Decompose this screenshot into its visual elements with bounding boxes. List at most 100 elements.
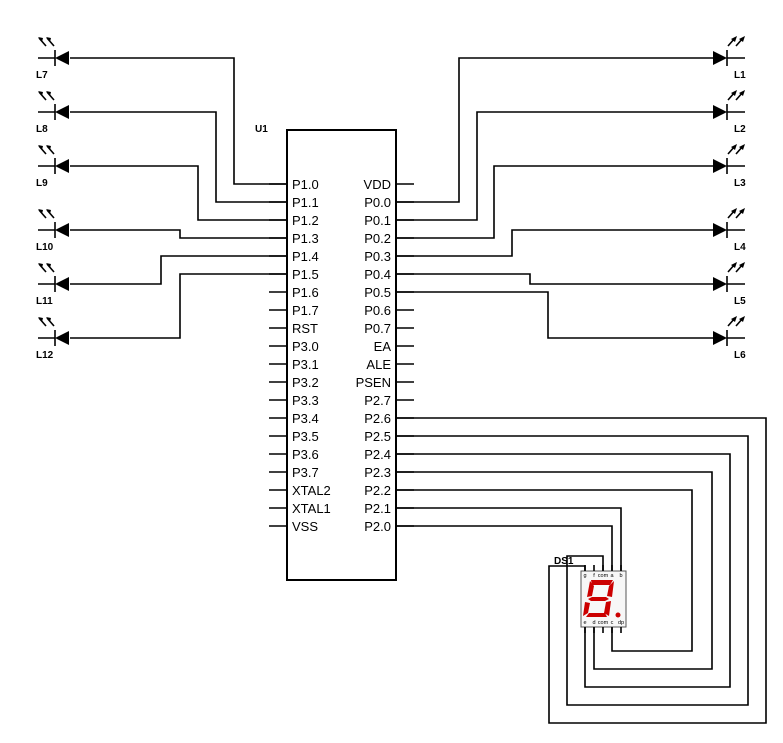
led-emission-arrowhead [46, 91, 51, 96]
wire-l6-p0-5 [396, 291, 713, 339]
display-ref-label: DS1 [554, 556, 574, 567]
led-emission-arrowhead [739, 262, 745, 268]
right-led-wires [396, 57, 713, 339]
seg-e [583, 602, 590, 616]
led-l1: L1 [713, 36, 746, 81]
pin-label-left: P3.1 [292, 357, 319, 372]
pin-label-right: P2.1 [364, 501, 391, 516]
seg-f [587, 581, 594, 597]
pin-label-right: P2.5 [364, 429, 391, 444]
pin-label-right: EA [374, 339, 392, 354]
pin-label-left: P1.4 [292, 249, 319, 264]
wire-l9-p1-2 [70, 165, 287, 221]
seg-d [586, 613, 607, 617]
pin-label-left: P1.5 [292, 267, 319, 282]
pin-label-left: P1.1 [292, 195, 319, 210]
pin-label-right: P0.2 [364, 231, 391, 246]
wire-p2-2-c [396, 489, 693, 652]
led-l4: L4 [713, 208, 746, 253]
led-diode-icon [55, 331, 69, 345]
wire-p2-4-e [396, 453, 731, 688]
led-emission-arrowhead [739, 36, 745, 42]
pin-label-left: XTAL1 [292, 501, 331, 516]
pin-label-right: P0.3 [364, 249, 391, 264]
display-segments [583, 580, 621, 618]
display-wires [396, 417, 767, 724]
led-emission-arrowhead [38, 263, 43, 268]
led-l3: L3 [713, 144, 746, 189]
chip-right-pins: VDDP0.0P0.1P0.2P0.3P0.4P0.5P0.6P0.7EAALE… [356, 177, 414, 534]
pin-label-left: P3.5 [292, 429, 319, 444]
led-diode-icon [713, 277, 727, 291]
pin-label-left: P3.3 [292, 393, 319, 408]
led-diode-icon [713, 223, 727, 237]
seg-a [591, 580, 613, 585]
pin-label-left: P1.3 [292, 231, 319, 246]
led-label: L9 [36, 178, 48, 189]
led-emission-arrowhead [739, 316, 745, 322]
pin-label-right: P0.4 [364, 267, 391, 282]
wire-p2-3-d [396, 471, 713, 670]
led-label: L1 [734, 70, 746, 81]
led-label: L5 [734, 296, 746, 307]
pin-label-right: PSEN [356, 375, 391, 390]
pin-label-left: P3.7 [292, 465, 319, 480]
led-emission-arrowhead [731, 144, 737, 150]
led-l9: L9 [36, 145, 69, 189]
led-emission-arrowhead [38, 317, 43, 322]
pin-label-left: P3.4 [292, 411, 319, 426]
wire-l12-p1-5 [70, 273, 287, 339]
pin-label-left: P1.2 [292, 213, 319, 228]
led-emission-arrowhead [38, 145, 43, 150]
display-pin-label: g [583, 573, 586, 579]
led-l2: L2 [713, 90, 746, 135]
led-label: L7 [36, 70, 48, 81]
pin-label-right: P2.4 [364, 447, 391, 462]
led-label: L6 [734, 350, 746, 361]
pin-label-right: P0.6 [364, 303, 391, 318]
led-label: L8 [36, 124, 48, 135]
led-emission-arrowhead [731, 90, 737, 96]
pin-label-left: P1.7 [292, 303, 319, 318]
wire-l5-p0-4 [396, 273, 713, 285]
wire-p2-5-f [396, 435, 749, 706]
microcontroller-body [286, 129, 397, 581]
seg-b [607, 581, 614, 597]
wire-l3-p0-2 [396, 165, 713, 239]
led-diode-icon [713, 331, 727, 345]
pin-label-left: P1.0 [292, 177, 319, 192]
led-diode-icon [713, 51, 727, 65]
led-diode-icon [55, 159, 69, 173]
led-emission-arrowhead [731, 262, 737, 268]
led-diode-icon [55, 105, 69, 119]
wire-p2-1-b [396, 507, 622, 571]
pin-label-left: P3.2 [292, 375, 319, 390]
led-diode-icon [55, 51, 69, 65]
led-emission-arrowhead [739, 144, 745, 150]
pin-label-left: XTAL2 [292, 483, 331, 498]
pin-label-left: P1.6 [292, 285, 319, 300]
wire-l11-p1-4 [70, 255, 287, 285]
led-l11: L11 [36, 263, 69, 307]
led-diode-icon [55, 277, 69, 291]
pin-label-right: P0.5 [364, 285, 391, 300]
pin-label-right: P0.0 [364, 195, 391, 210]
pin-label-left: RST [292, 321, 318, 336]
left-led-wires [70, 57, 287, 339]
pin-label-right: P2.3 [364, 465, 391, 480]
led-diode-icon [713, 159, 727, 173]
led-emission-arrowhead [38, 209, 43, 214]
led-diode-icon [713, 105, 727, 119]
pin-label-left: P3.0 [292, 339, 319, 354]
led-label: L3 [734, 178, 746, 189]
display-pin-label: dp [618, 620, 624, 626]
pin-label-right: VDD [364, 177, 391, 192]
seg-g [588, 597, 609, 601]
display-pin-label: a [610, 573, 614, 579]
wire-p2-0-a [396, 525, 613, 571]
led-emission-arrowhead [46, 145, 51, 150]
wire-l10-p1-3 [70, 229, 287, 239]
